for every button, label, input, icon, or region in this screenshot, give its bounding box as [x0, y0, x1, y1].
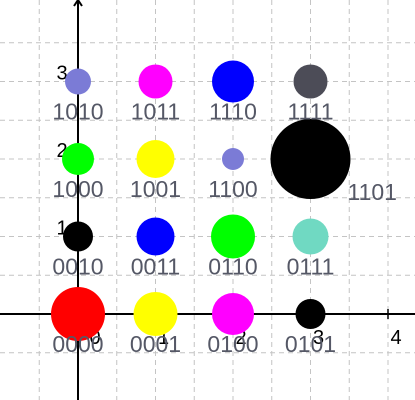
- y-axis-arrow: [73, 0, 79, 7]
- y-axis-arrow: [77, 0, 83, 7]
- point-label: 1010: [52, 99, 103, 125]
- point-label: 1011: [131, 99, 180, 125]
- point-label: 0100: [207, 331, 258, 357]
- data-point: [295, 299, 326, 329]
- data-point: [136, 217, 175, 256]
- point-label: 0101: [285, 331, 336, 357]
- point-label: 1111: [287, 99, 333, 125]
- data-point: [212, 293, 254, 335]
- data-point: [292, 218, 329, 255]
- x-tick-label: 0: [89, 327, 100, 349]
- data-point: [270, 119, 351, 199]
- data-point: [136, 140, 175, 178]
- data-point: [222, 148, 244, 170]
- tick-labels: 0 1 2 3 4 1 2 3: [56, 63, 401, 350]
- data-point: [212, 60, 254, 103]
- data-points: [51, 60, 351, 341]
- data-point: [293, 64, 328, 99]
- point-label: 1100: [208, 176, 257, 202]
- y-tick-label: 3: [56, 63, 67, 85]
- point-label: 0001: [130, 331, 181, 357]
- data-point: [138, 64, 173, 99]
- data-point: [63, 221, 93, 252]
- point-label: 1110: [209, 99, 257, 125]
- y-tick-label: 1: [56, 218, 67, 240]
- point-label: 0111: [287, 254, 335, 280]
- point-label: 1001: [130, 176, 181, 202]
- data-point: [62, 143, 94, 175]
- data-point: [51, 287, 105, 341]
- data-point: [65, 68, 91, 95]
- y-tick-label: 2: [56, 140, 67, 162]
- point-label: 1000: [52, 176, 103, 202]
- point-label: 0010: [52, 254, 103, 280]
- x-tick-label: 3: [313, 327, 324, 349]
- point-label: 0000: [52, 331, 103, 357]
- point-label: 1101: [348, 179, 397, 205]
- point-label: 0110: [208, 254, 257, 280]
- x-tick-label: 2: [235, 327, 246, 349]
- data-point: [133, 292, 178, 336]
- data-point: [211, 214, 255, 259]
- x-tick-label: 1: [158, 327, 169, 349]
- point-label: 0011: [131, 254, 180, 280]
- x-tick-label: 4: [390, 327, 401, 349]
